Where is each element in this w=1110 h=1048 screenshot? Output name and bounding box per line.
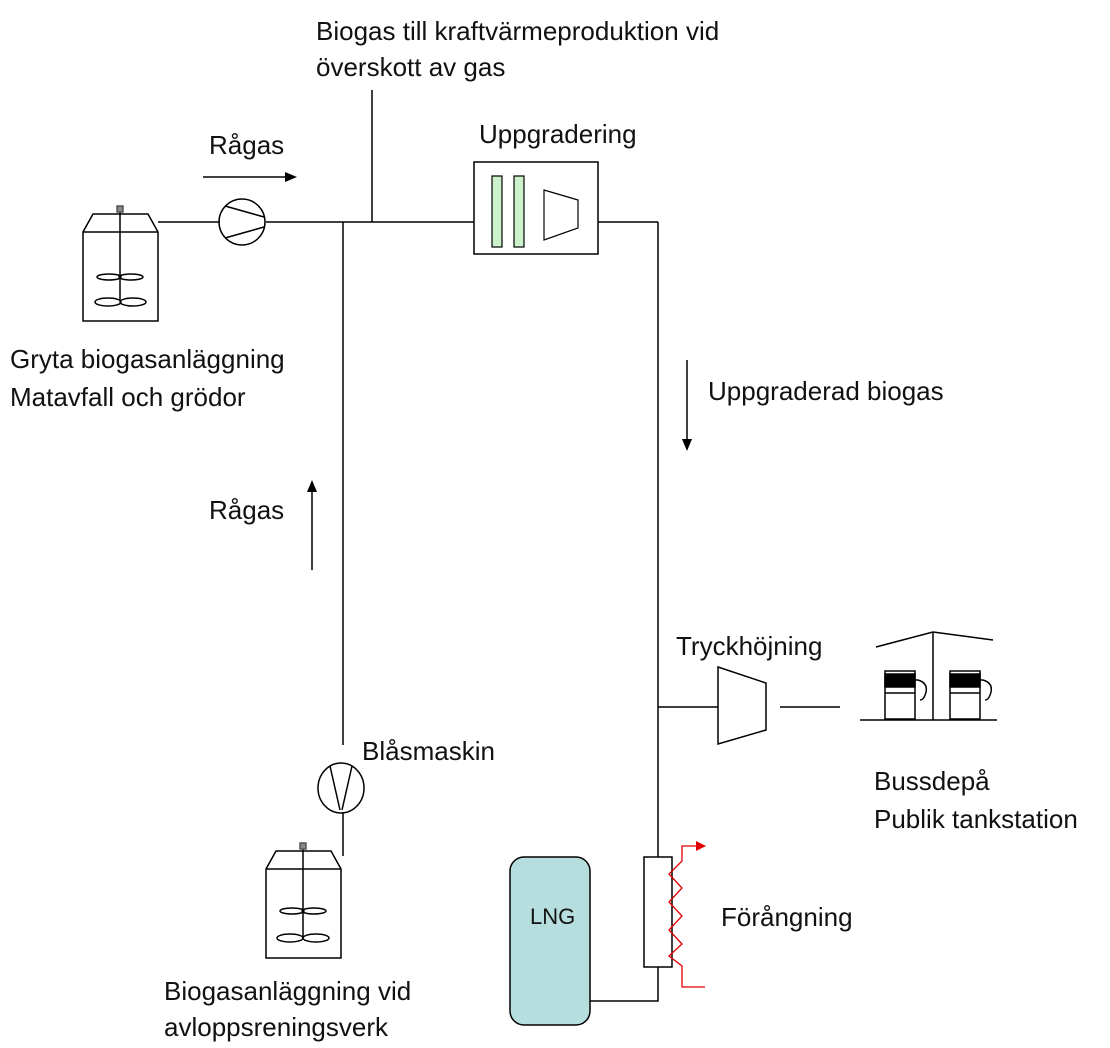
raw-gas-label-mid: Rågas xyxy=(209,495,285,525)
upgrading-label: Uppgradering xyxy=(479,119,637,149)
lng-tank xyxy=(509,856,591,1026)
vaporizer-unit xyxy=(643,841,706,988)
fuel-station-icon xyxy=(860,631,997,721)
chp-label-line1: Biogas till kraftvärmeproduktion vid xyxy=(316,16,720,46)
pressure-increase-label: Tryckhöjning xyxy=(676,631,823,661)
vaporization-label: Förångning xyxy=(721,902,853,932)
arrowhead-mid xyxy=(307,480,317,492)
arrowhead-right xyxy=(682,439,692,451)
wastewater-plant-label-line1: Biogasanläggning vid xyxy=(164,976,412,1006)
arrowhead-top xyxy=(285,172,297,182)
lng-to-vaporizer-pipe xyxy=(590,967,659,1002)
upgrading-compressor-icon xyxy=(543,189,579,241)
upgrading-unit xyxy=(473,161,599,255)
blower-icon xyxy=(317,762,365,814)
digester-tank-top xyxy=(82,205,159,322)
lng-label: LNG xyxy=(530,904,576,929)
filter-column-1 xyxy=(491,175,503,248)
bus-depot-label: Bussdepå xyxy=(874,766,990,796)
top-plant-label-line2: Matavfall och grödor xyxy=(10,382,246,412)
filter-column-2 xyxy=(513,175,525,248)
chp-label-line2: överskott av gas xyxy=(316,52,506,82)
pressure-compressor-icon xyxy=(717,665,767,745)
wastewater-plant-label-line2: avloppsreningsverk xyxy=(164,1012,389,1042)
upgraded-biogas-label: Uppgraderad biogas xyxy=(708,376,944,406)
fuel-pump-1 xyxy=(884,670,928,720)
blower-label: Blåsmaskin xyxy=(362,736,495,766)
fuel-pump-2 xyxy=(949,670,993,720)
heating-line xyxy=(667,845,705,988)
pump-icon xyxy=(218,198,266,246)
heating-arrowhead xyxy=(696,841,706,851)
public-station-label: Publik tankstation xyxy=(874,804,1078,834)
raw-gas-label-top: Rågas xyxy=(209,130,285,160)
digester-tank-bottom xyxy=(265,842,342,959)
top-plant-label-line1: Gryta biogasanläggning xyxy=(10,344,285,374)
